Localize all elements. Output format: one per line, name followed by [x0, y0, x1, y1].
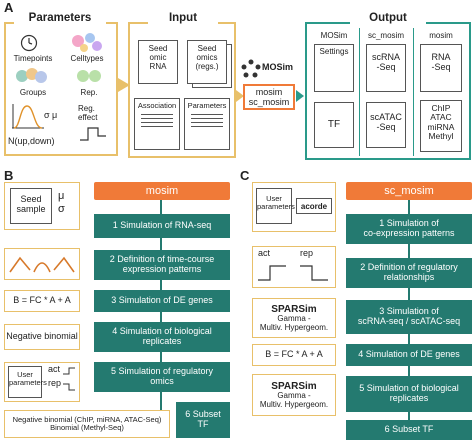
output-divider-1 — [359, 28, 360, 156]
act-rep-icon-b — [63, 367, 75, 391]
panel-label-c: C — [240, 168, 250, 183]
user-params-doc-c: User parameters — [256, 188, 295, 224]
neg-binomial-multi-box: Negative binomial (ChIP, miRNA, ATAC-Seq… — [4, 410, 170, 438]
panel-b-step-3: 3 Simulation of DE genes — [94, 290, 230, 312]
celltypes-label: Celltypes — [70, 54, 104, 63]
act-label-b: act — [48, 364, 61, 374]
sparsim-box-1: SPARSim Gamma - Multiv. Hypergeom. — [252, 298, 336, 338]
cell-rna-seq: RNA -Seq — [420, 44, 462, 92]
expression-patterns-icon — [9, 256, 75, 273]
sparsim-2-title: SPARSim — [271, 380, 317, 392]
replicates-icon — [77, 70, 101, 82]
col-scmosim-label: sc_mosim — [367, 31, 404, 40]
seed-sample-doc: Seed sample — [10, 188, 52, 224]
clock-icon — [20, 34, 38, 52]
sparsim-2-sub: Gamma - Multiv. Hypergeom. — [259, 390, 329, 409]
panel-c-step-4: 4 Simulation of DE genes — [346, 344, 472, 366]
panel-c-step-2: 2 Definition of regulatory relationships — [346, 258, 472, 288]
panel-b-step-4: 4 Simulation of biological replicates — [94, 322, 230, 352]
input-title: Input — [148, 12, 218, 24]
rep-label-c: rep — [300, 248, 314, 258]
act-rep-icon-c — [258, 265, 328, 281]
association-label: Association — [137, 101, 177, 110]
distribution-icon — [12, 104, 44, 129]
output-title: Output — [350, 12, 426, 24]
panel-c-step-3: 3 Simulation of scRNA-seq / scATAC-seq — [346, 300, 472, 334]
cell-scrna: scRNA -Seq — [366, 44, 406, 92]
panel-b-step-1: 1 Simulation of RNA-seq — [94, 214, 230, 238]
formula-box-b: B = FC * A + A — [4, 290, 80, 312]
rep-label-b: rep — [48, 378, 62, 388]
neg-binomial-box: Negative binomial — [4, 324, 80, 350]
panel-b-header: mosim — [94, 182, 230, 200]
panel-b-step-6: 6 Subset TF — [176, 402, 230, 438]
rep-label: Rep. — [80, 88, 98, 97]
acorde-logo: acorde — [296, 198, 332, 214]
panel-b-step-2: 2 Definition of time-course expression p… — [94, 250, 230, 280]
arrow-input-center — [236, 90, 244, 102]
formula-box-c: B = FC * A + A — [252, 344, 336, 366]
panel-c-step-1: 1 Simulation of co-expression patterns — [346, 214, 472, 244]
reg-effect-icon — [80, 127, 106, 141]
sparsim-1-title: SPARSim — [271, 303, 317, 315]
act-label-c: act — [258, 248, 271, 258]
parameters-title: Parameters — [14, 12, 106, 24]
mosim-logo-icon — [241, 59, 261, 78]
n-up-down-label: N(up,down) — [8, 136, 55, 146]
reg-effect-label: Reg. effect — [78, 104, 98, 122]
panel-label-b: B — [4, 168, 14, 183]
sigma-mu-label: σ μ — [44, 110, 58, 120]
groups-icon — [16, 68, 47, 83]
doc-seed-rna: Seed omic RNA — [138, 40, 178, 84]
cell-multi-omics: ChIP ATAC miRNA Methyl — [420, 100, 462, 152]
panel-c-step-6: 6 Subset TF — [346, 420, 472, 440]
doc-association: Association — [134, 98, 180, 150]
panel-c-step-5: 5 Simulation of biological replicates — [346, 376, 472, 412]
output-divider-2 — [413, 28, 414, 156]
doc-parameters: Parameters — [184, 98, 230, 150]
panel-c-header: sc_mosim — [346, 182, 472, 200]
panel-b-step-5: 5 Simulation of regulatory omics — [94, 362, 230, 392]
doc-seed-regs: Seed omics (regs.) — [187, 40, 227, 84]
sparsim-1-sub: Gamma - Multiv. Hypergeom. — [259, 313, 329, 332]
timepoints-label: Timepoints — [13, 54, 53, 63]
cells-icon — [72, 33, 102, 52]
user-params-doc-b: User parameters — [8, 366, 47, 398]
arrow-params-input — [118, 78, 130, 92]
center-box: mosim sc_mosim — [243, 84, 295, 110]
panel-label-a: A — [4, 0, 14, 15]
cell-settings: Settings — [314, 44, 354, 92]
cell-tf: TF — [314, 102, 354, 148]
cell-scatac: scATAC -Seq — [366, 102, 406, 148]
arrow-center-output — [296, 90, 304, 102]
mu-sigma-label: μ σ — [58, 190, 65, 216]
sparsim-box-2: SPARSim Gamma - Multiv. Hypergeom. — [252, 374, 336, 416]
col-mosim2-label: mosim — [429, 31, 453, 40]
groups-label: Groups — [19, 88, 47, 97]
mosim-logo-text: MOSim — [262, 62, 294, 72]
col-mosim-label: MOSim — [320, 31, 348, 40]
act-rep-box-c — [252, 246, 336, 288]
parameters-doc-label: Parameters — [187, 101, 227, 110]
